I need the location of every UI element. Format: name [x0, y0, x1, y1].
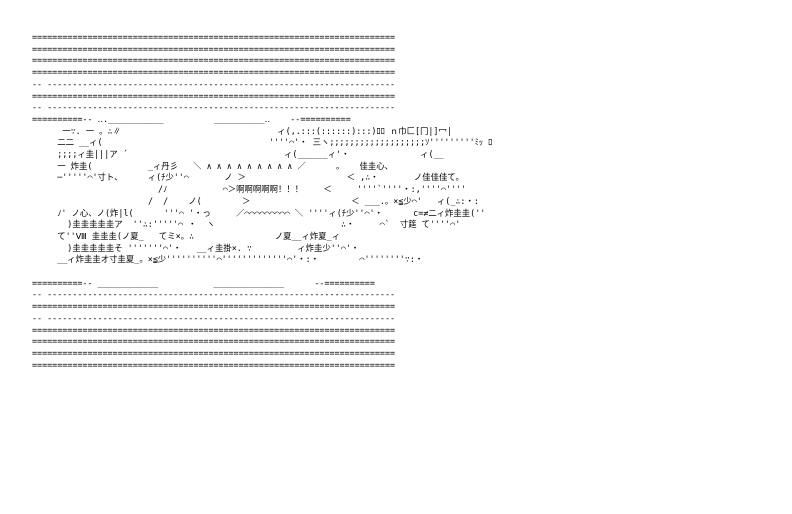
art-line: -- -------------------------------------… — [32, 312, 396, 323]
art-line: ;;;;ィ圭|||ア ´ ィ(______ィ'・ ィ(__ — [32, 149, 444, 160]
art-line: 一∵. 一 。∴∥ ィ(,.:::(::::::):::)ﾛﾛ ｎ巾匚[冂|]冖… — [32, 125, 452, 136]
art-line: ========================================… — [32, 90, 396, 101]
art-line: ﾉ' ノ心、ノ(炸|l( '''⌒ '・っ ／⌒⌒⌒⌒⌒⌒⌒⌒⌒ ＼ ''''ィ… — [32, 207, 486, 218]
art-line: )圭圭圭圭圭そ '''''''⌒'・ __ィ圭掛×. ∵ ィ炸圭少''⌒'・ — [32, 242, 360, 253]
art-line: ==========-- ‥.___________ __________‥ -… — [32, 113, 351, 124]
art-line: ─'''''⌒'寸ト、 ィ(ﾁ少''⌒ ノ ＞ ＜ ,∴・ ノ佳佳佳て。 — [32, 172, 464, 183]
art-line: -- -------------------------------------… — [32, 78, 396, 89]
art-line: ========================================… — [32, 55, 396, 66]
art-line: __ィ炸圭圭オ寸圭夏_。×≦少''''''''''⌒'''''''''''''⌒… — [32, 254, 424, 265]
art-line: て''Ⅷ 圭圭圭(ノ夏_ てミ×。∴ ノ夏__ィ炸夏_ィ — [32, 230, 341, 241]
art-line: / / ノ( ＞ ＜ ___.。×≦少⌒' ィ(_∴:・: — [32, 195, 479, 206]
art-line: ========================================… — [32, 43, 396, 54]
art-line: 一 炸圭( _ィ丹彡 ＼ ∧ ∧ ∧ ∧ ∧ ∧ ∧ ∧ ∧ ／ 。 佳圭心、 — [32, 160, 393, 171]
art-line: ========================================… — [32, 32, 396, 42]
art-line: ========================================… — [32, 336, 396, 347]
art-line: ==========-- ____________ ______________… — [32, 277, 375, 288]
art-line: -- -------------------------------------… — [32, 102, 396, 113]
art-line: ========================================… — [32, 301, 396, 312]
art-line: ========================================… — [32, 324, 396, 335]
art-line: ========================================… — [32, 347, 396, 358]
ascii-art-block: ========================================… — [32, 32, 492, 371]
art-line: )圭圭圭圭圭ア ''∴:'''''⌒ ・ ヽ ∴・ ⌒` 寸筵 て''''⌒' — [32, 219, 461, 230]
art-line: /ﾉ ⌒＞啊啊啊啊啊！！！ ＜ ''''`''''・:,''''⌒'''' — [32, 184, 467, 195]
art-line: ========================================… — [32, 359, 396, 370]
art-line: 二二 __ィ( ''''⌒'・ 三ヽ;;;;;;;;;;;;;;;;;;;ｿ''… — [32, 137, 493, 148]
art-line: -- -------------------------------------… — [32, 289, 396, 300]
art-line: ========================================… — [32, 67, 396, 78]
